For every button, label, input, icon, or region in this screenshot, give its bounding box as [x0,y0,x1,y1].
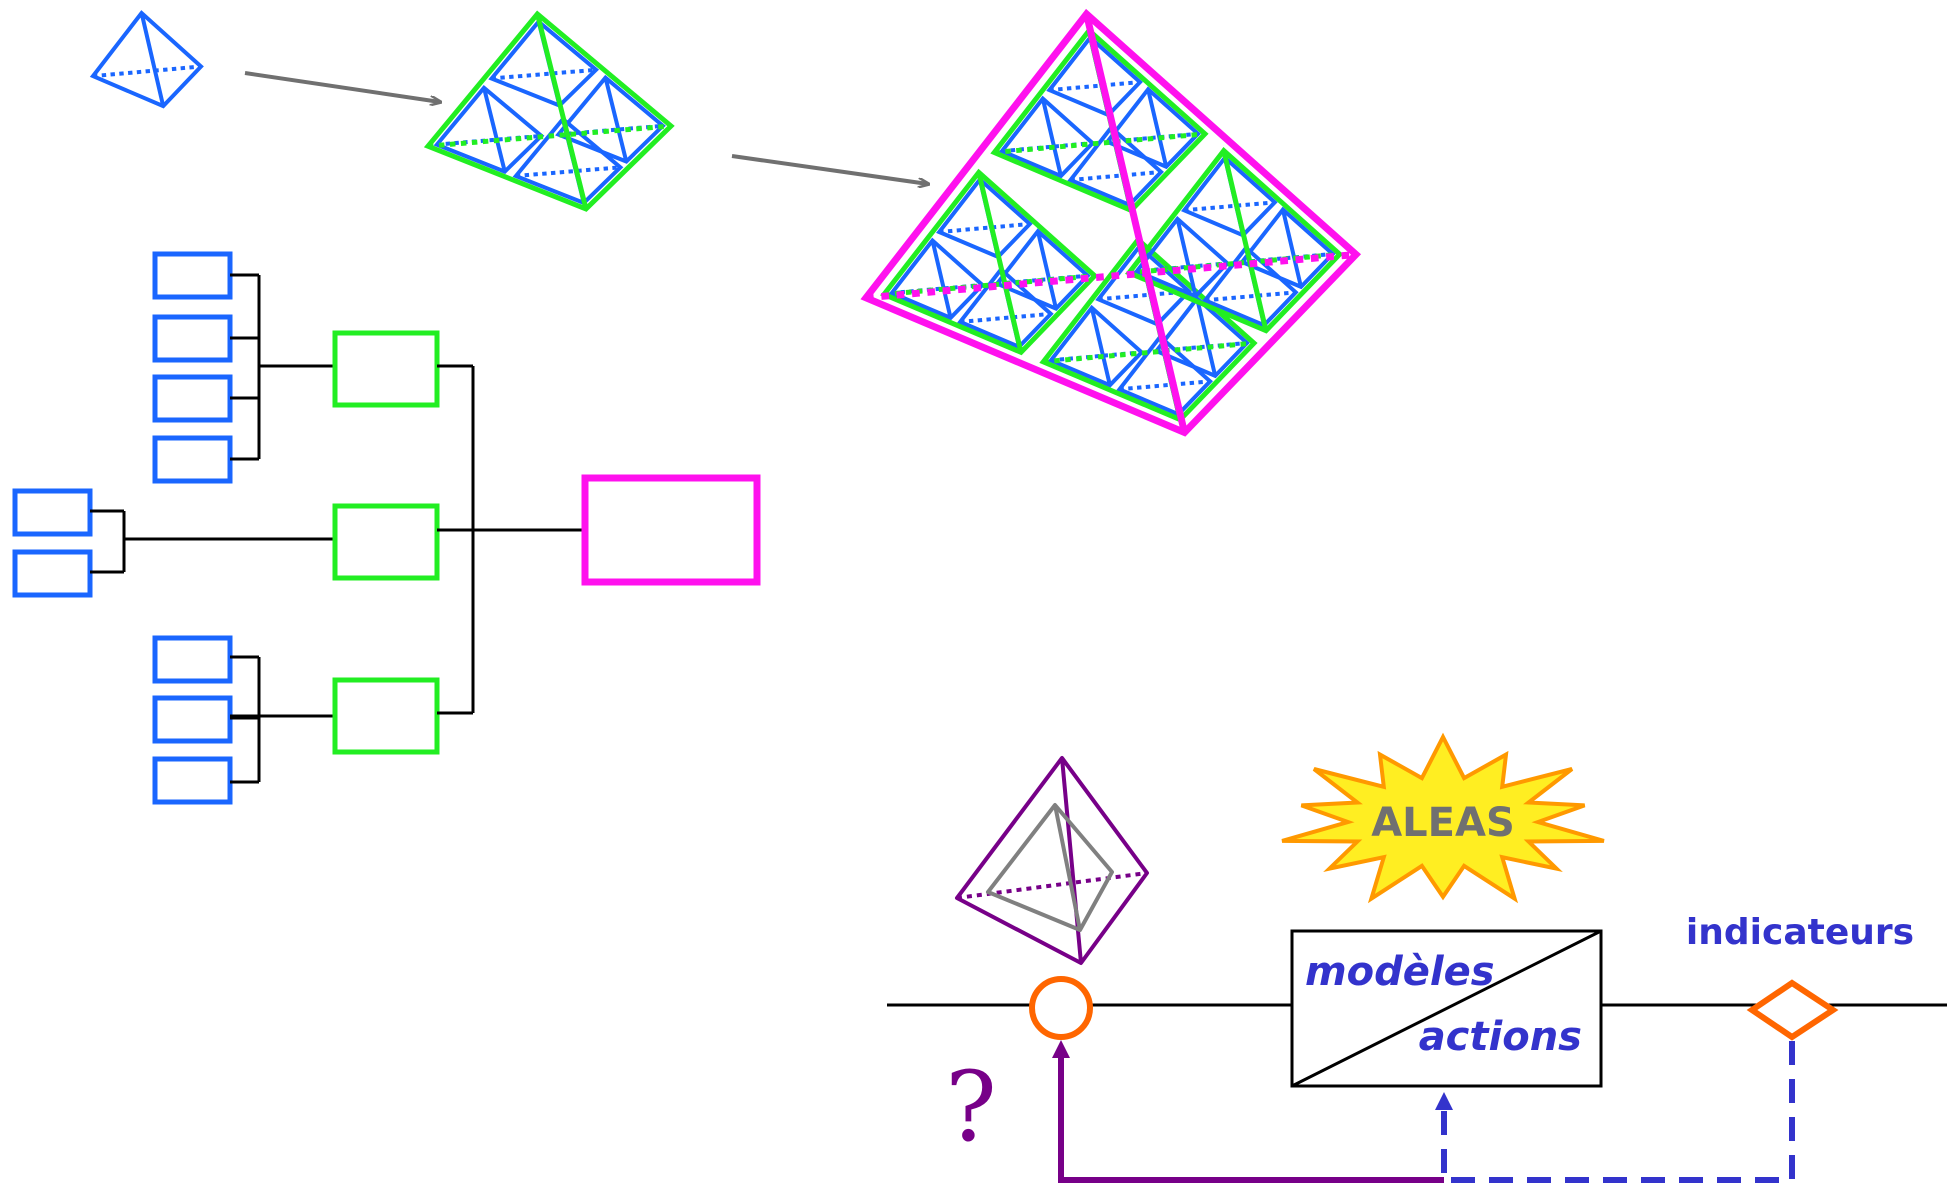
tetra-fractal-sequence [89,8,1362,437]
level1-box [152,695,233,744]
tetrahedron-level-3-icon [860,8,1362,437]
level1-box [152,435,233,484]
level1-box [12,549,93,598]
actions-label: actions [1419,1014,1582,1060]
tree-group-2 [12,488,440,598]
connector [437,364,585,715]
question-mark: ? [945,1051,996,1163]
hierarchy-tree [12,251,761,805]
level1-box [152,251,233,300]
diamond-icon [1746,979,1839,1041]
level1-box [152,314,233,363]
level1-box [12,488,93,537]
level2-box [332,503,440,581]
indicateurs-label: indicateurs [1686,912,1914,953]
starburst-icon [1281,732,1605,904]
control-loop: ALEAS modèles actions indicateurs ? [887,732,1947,1183]
model-box: modèles actions [1290,929,1603,1088]
tetrahedron-icon [955,756,1149,965]
input-circle-icon [1029,976,1093,1040]
connector [90,509,335,574]
connector [230,273,335,461]
tree-group-1 [152,251,440,484]
feedback-solid-line [1058,1055,1444,1183]
aleas-starburst: ALEAS [1281,732,1605,904]
feedback-dashed-line [1441,1041,1795,1183]
tetrahedron-level-2-icon [423,10,675,212]
tetrahedron-level-1-icon [89,10,204,109]
level2-box [332,677,440,755]
aleas-label: ALEAS [1371,800,1515,846]
feedback-solid-arrowhead [1052,1040,1070,1058]
connector [230,655,335,784]
arrow-2 [731,154,928,184]
feedback-dashed-arrowhead [1435,1092,1453,1110]
arrow-1 [244,71,440,102]
level1-box [152,374,233,423]
level2-box [332,330,440,408]
level1-box [152,756,233,805]
level3-box [581,474,761,586]
tree-group-3 [152,635,440,805]
level1-box [152,635,233,684]
modeles-label: modèles [1305,949,1495,995]
